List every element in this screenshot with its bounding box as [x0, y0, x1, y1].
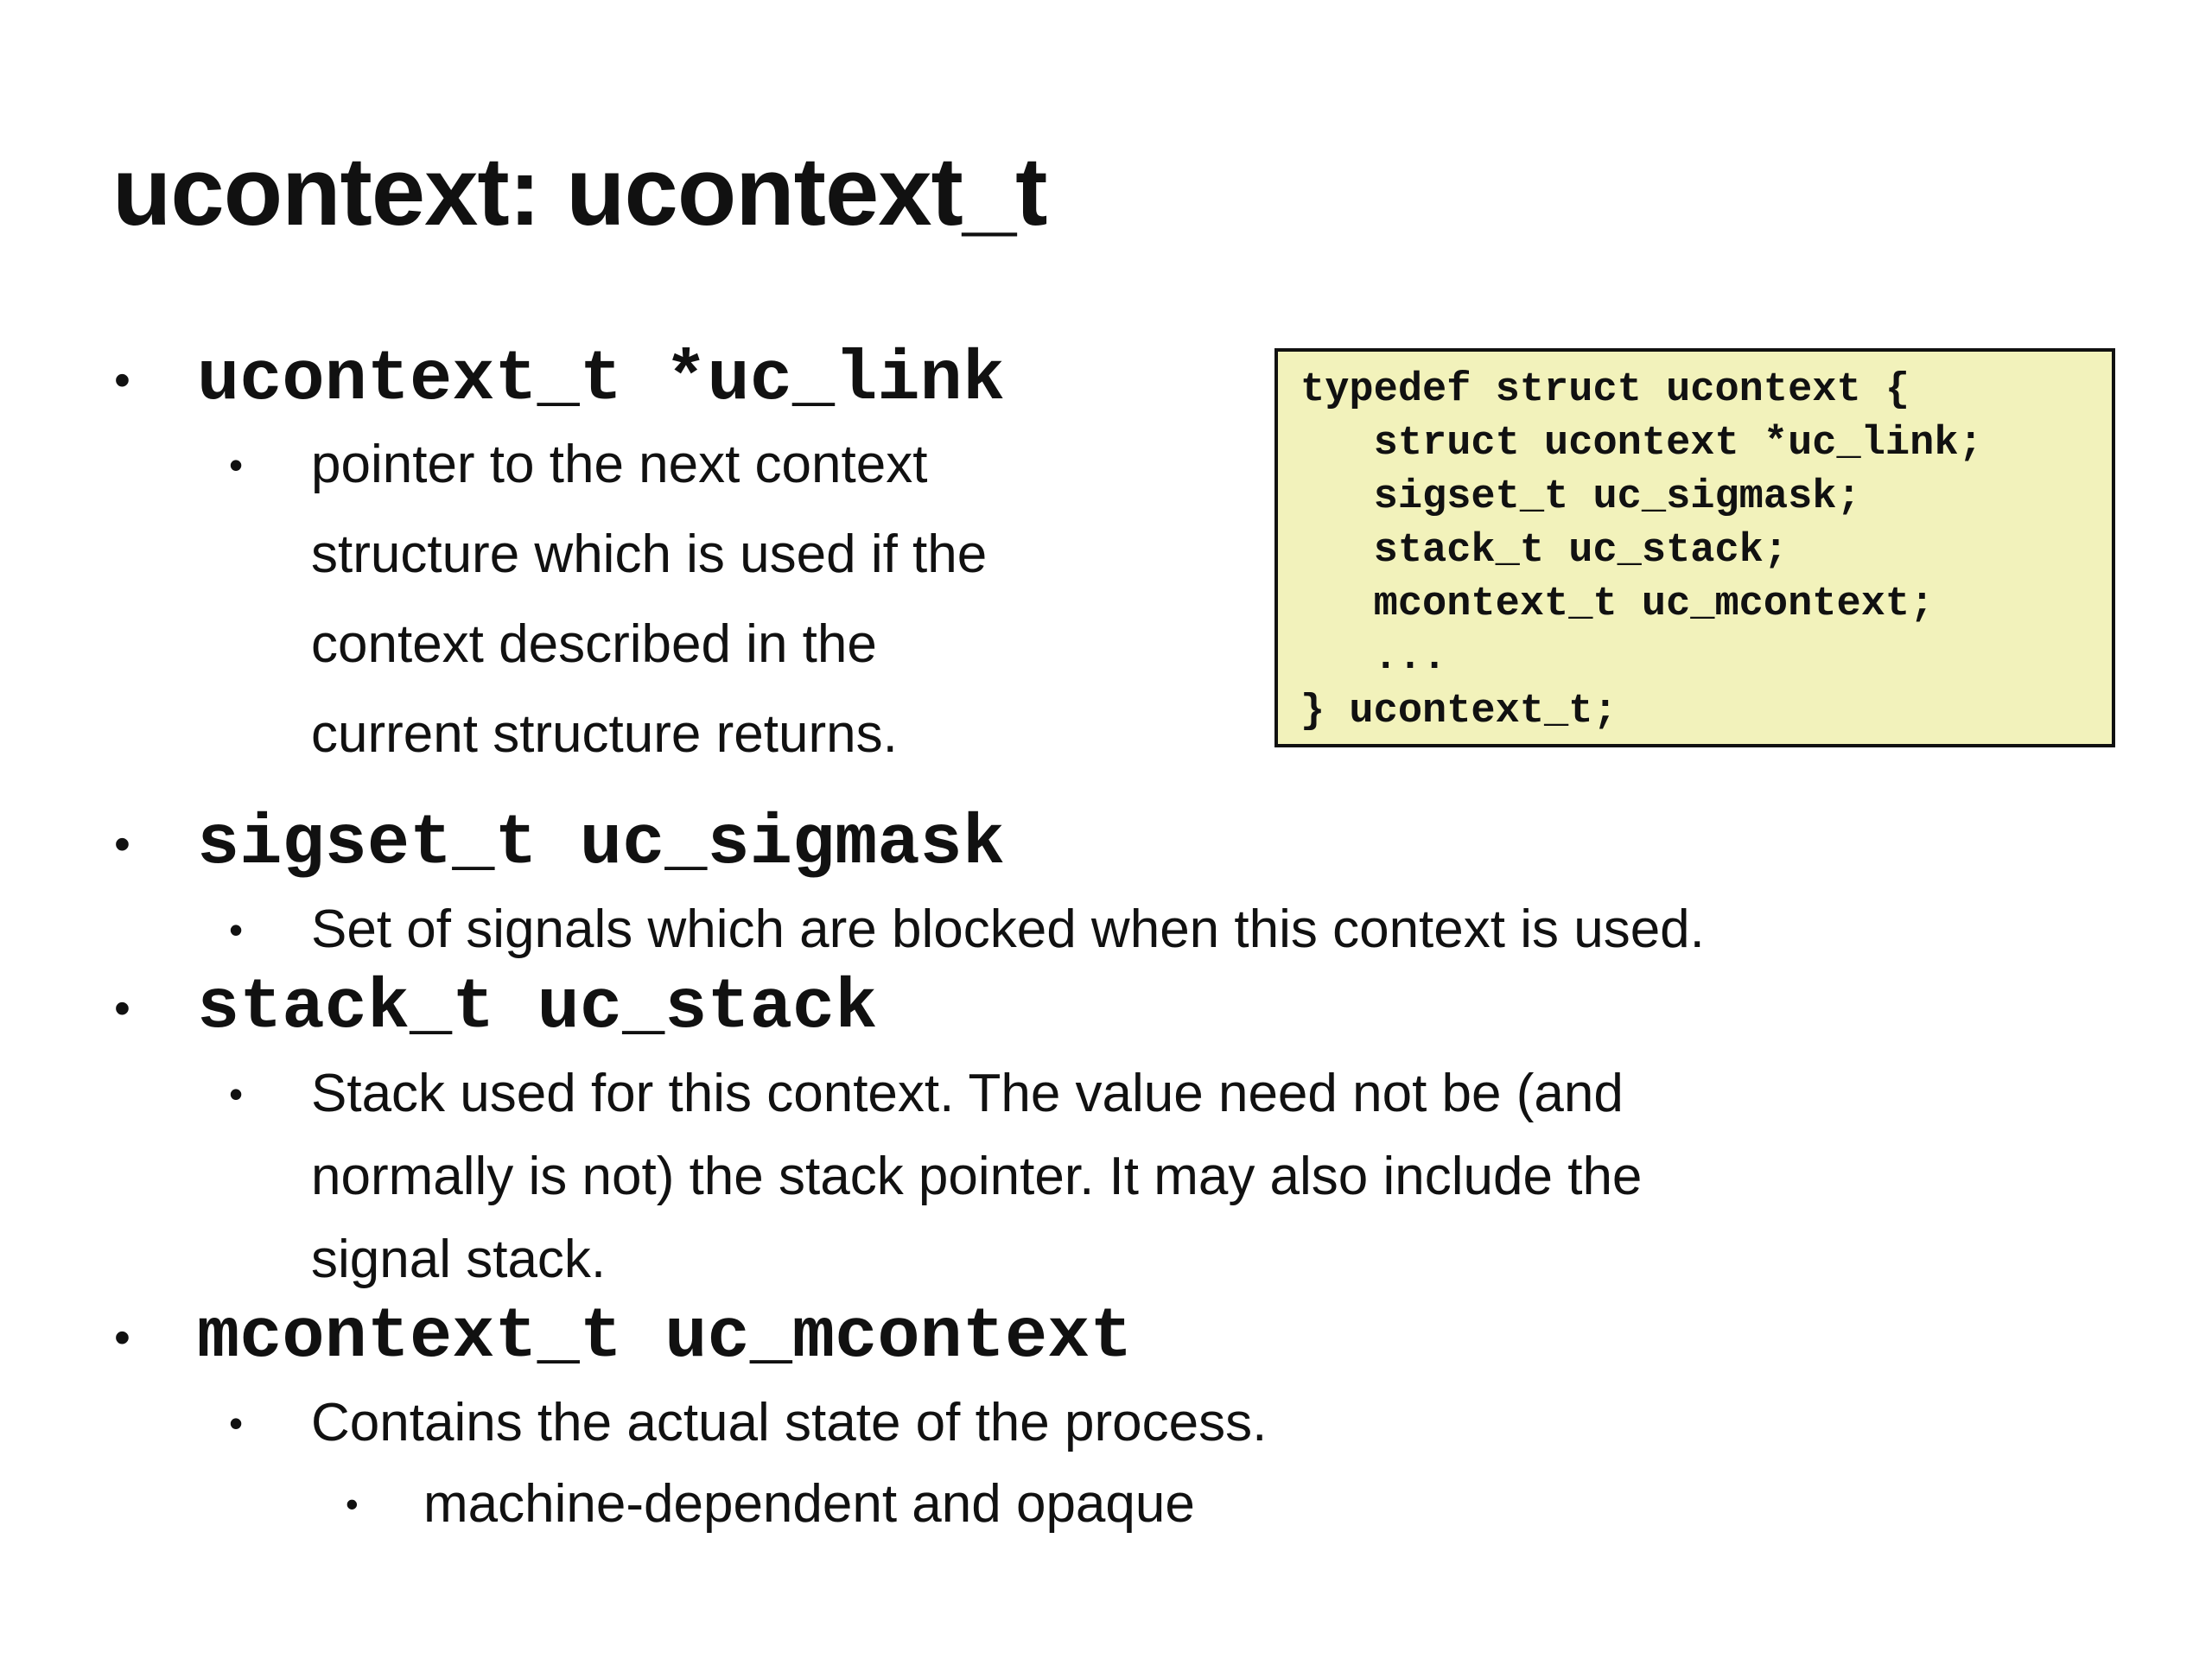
bullet-item-uc-sigmask: • sigset_t uc_sigmask [114, 809, 1005, 880]
field-term-uc-link: ucontext_t *uc_link [197, 340, 1005, 420]
code-box: typedef struct ucontext { struct ucontex… [1274, 348, 2115, 747]
desc-text: Stack used for this context. The value n… [311, 1052, 1642, 1301]
bullet-desc-uc-stack: • Stack used for this context. The value… [229, 1052, 1642, 1301]
bullet-desc-uc-sigmask: • Set of signals which are blocked when … [229, 885, 1705, 975]
page-title: ucontext: ucontext_t [112, 137, 1047, 245]
sub-bullet-machine-dependent: • machine-dependent and opaque [346, 1461, 1195, 1548]
desc-text: pointer to the next context structure wh… [311, 420, 987, 779]
bullet-marker: • [229, 1071, 244, 1116]
desc-text: Set of signals which are blocked when th… [311, 885, 1705, 975]
bullet-desc-uc-mcontext: • Contains the actual state of the proce… [229, 1378, 1267, 1468]
desc-text: Contains the actual state of the process… [311, 1378, 1267, 1468]
bullet-item-uc-link: • ucontext_t *uc_link [114, 345, 1005, 416]
bullet-marker: • [346, 1484, 359, 1524]
code-line: typedef struct ucontext { [1300, 367, 1910, 413]
bullet-marker: • [114, 818, 130, 870]
desc-line: pointer to the next context [311, 435, 928, 494]
field-term-uc-sigmask: sigset_t uc_sigmask [197, 804, 1005, 884]
desc-line: Contains the actual state of the process… [311, 1393, 1268, 1452]
bullet-marker: • [114, 982, 130, 1034]
code-line: sigset_t uc_sigmask; [1300, 474, 1861, 520]
desc-line: signal stack. [311, 1230, 607, 1289]
desc-line: structure which is used if the [311, 524, 988, 584]
desc-line: machine-dependent and opaque [423, 1474, 1195, 1534]
code-line: mcontext_t uc_mcontext; [1300, 582, 1935, 627]
code-line: struct ucontext *uc_link; [1300, 421, 1983, 467]
bullet-item-uc-mcontext: • mcontext_t uc_mcontext [114, 1302, 1133, 1373]
bullet-marker: • [229, 1401, 244, 1446]
bullet-desc-uc-link: • pointer to the next context structure … [229, 420, 987, 779]
desc-text: machine-dependent and opaque [423, 1461, 1195, 1548]
desc-line: normally is not) the stack pointer. It m… [311, 1147, 1643, 1206]
bullet-marker: • [114, 354, 130, 406]
desc-line: context described in the [311, 614, 877, 674]
bullet-marker: • [229, 442, 244, 487]
code-line: ... [1300, 635, 1447, 681]
desc-line: Stack used for this context. The value n… [311, 1064, 1624, 1123]
desc-line: Set of signals which are blocked when th… [311, 899, 1705, 959]
field-term-uc-mcontext: mcontext_t uc_mcontext [197, 1297, 1133, 1377]
bullet-item-uc-stack: • stack_t uc_stack [114, 973, 877, 1044]
code-line: stack_t uc_stack; [1300, 528, 1789, 574]
bullet-marker: • [114, 1312, 130, 1363]
code-line: } ucontext_t; [1300, 689, 1618, 734]
desc-line: current structure returns. [311, 704, 898, 764]
bullet-marker: • [229, 907, 244, 952]
field-term-uc-stack: stack_t uc_stack [197, 968, 878, 1048]
